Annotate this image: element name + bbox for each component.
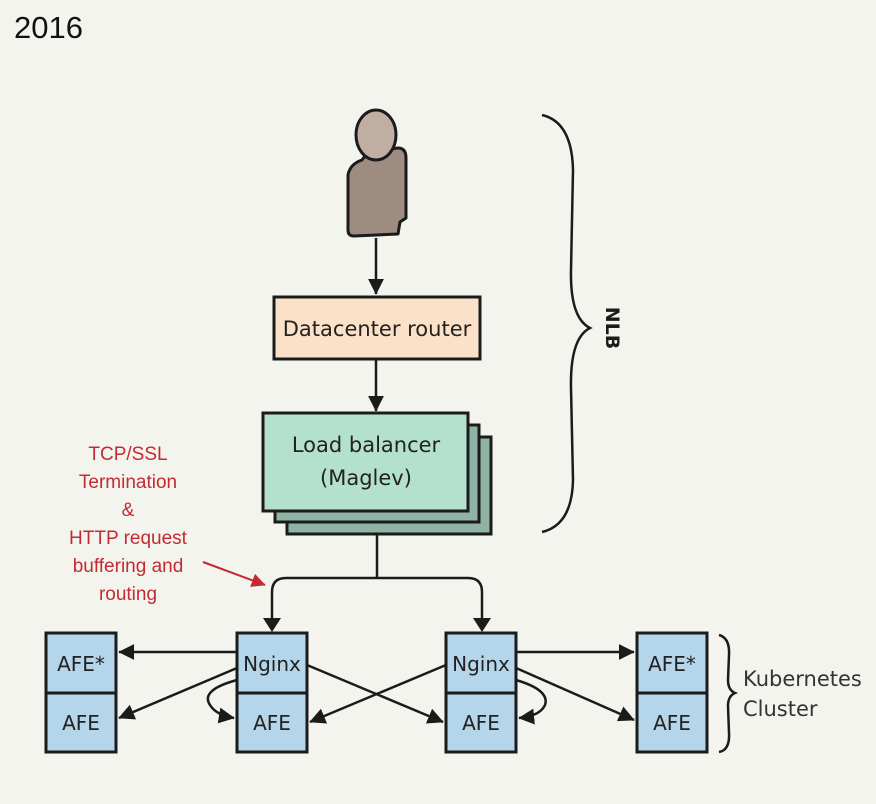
routing-arrows: [118, 644, 635, 725]
arrow-nginx2-to-afe-right: [515, 666, 635, 722]
afe-left: AFE: [62, 711, 100, 735]
cluster-column-2: Nginx AFE: [235, 631, 309, 754]
arrow-nginx1-to-afe-left: [118, 666, 238, 720]
afe-star-right: AFE*: [648, 652, 696, 676]
afe-star-left: AFE*: [57, 652, 105, 676]
afe-center-left: AFE: [253, 711, 291, 735]
annotation-line-5: buffering and: [73, 556, 184, 577]
kubernetes-label-line2: Cluster: [743, 697, 818, 721]
annotation-line-4: HTTP request: [69, 528, 188, 549]
arrow-nginx2-to-afe-center-left: [309, 663, 447, 724]
datacenter-router-box: Datacenter router: [272, 295, 482, 361]
termination-annotation: TCP/SSL Termination & HTTP request buffe…: [69, 444, 266, 605]
nginx-2: Nginx: [452, 652, 510, 676]
person-icon: [346, 108, 408, 238]
annotation-line-1: TCP/SSL: [88, 444, 167, 465]
cluster-column-1: AFE* AFE: [44, 631, 118, 754]
arrow-to-nginx-1: [263, 618, 281, 632]
cluster-column-3: Nginx AFE: [444, 631, 518, 754]
nlb-label: NLB: [601, 307, 623, 350]
split-connector: [263, 535, 491, 632]
annotation-line-6: routing: [99, 584, 157, 605]
lb-label-line2: (Maglev): [320, 466, 412, 490]
arrow-nginx1-to-own-afe: [206, 678, 238, 724]
datacenter-router-label: Datacenter router: [283, 317, 472, 341]
lb-label-line1: Load balancer: [292, 433, 441, 457]
load-balancer-stack: Load balancer (Maglev): [261, 411, 493, 536]
arrow-nginx2-to-own-afe: [515, 678, 547, 725]
kubernetes-label-line1: Kubernetes: [743, 667, 862, 691]
nlb-brace: NLB: [541, 113, 623, 534]
afe-right: AFE: [653, 711, 691, 735]
kubernetes-brace: Kubernetes Cluster: [718, 633, 862, 754]
afe-center-right: AFE: [462, 711, 500, 735]
year-title: 2016: [14, 10, 83, 45]
nginx-1: Nginx: [243, 652, 301, 676]
annotation-line-2: Termination: [79, 472, 177, 493]
annotation-arrow: [202, 561, 266, 587]
annotation-line-3: &: [122, 500, 135, 521]
cluster-column-4: AFE* AFE: [635, 631, 709, 754]
arrow-to-nginx-2: [473, 618, 491, 632]
lb-front: [261, 411, 470, 513]
